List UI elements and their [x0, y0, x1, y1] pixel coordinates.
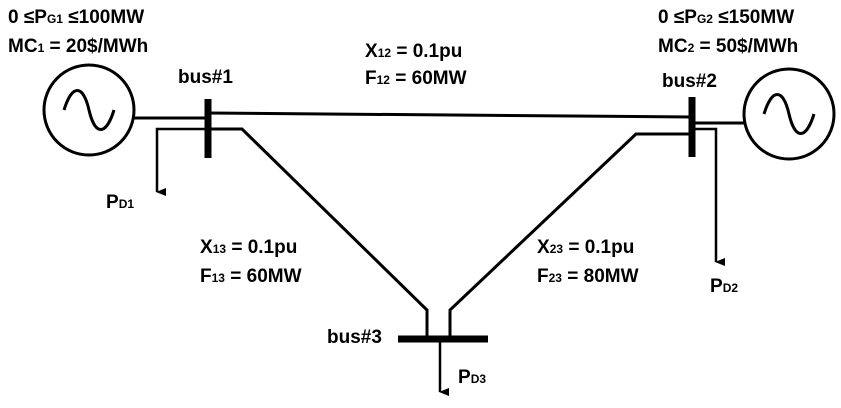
line-2-3: [448, 132, 692, 337]
bus-1-label: bus#1: [178, 67, 233, 88]
bus-3-label: bus#3: [327, 327, 382, 348]
line-1-3-flow-label: F13 = 60MW: [200, 266, 302, 287]
line-1-2-flow-label: F12 = 60MW: [365, 68, 467, 89]
load-2-label: PD2: [710, 276, 739, 297]
bus-2-label: bus#2: [662, 71, 717, 92]
load-2-feeder: [692, 127, 725, 266]
line-2-3-reactance-label: X23 = 0.1pu: [537, 237, 635, 258]
line-1-3-reactance-label: X13 = 0.1pu: [200, 237, 298, 258]
line-2-3-flow-label: F23 = 80MW: [537, 266, 639, 287]
generator-1: [42, 63, 136, 157]
line-1-3: [208, 127, 429, 337]
line-1-2-reactance-label: X12 = 0.1pu: [365, 41, 463, 62]
generator-1-sine-icon: [62, 89, 116, 131]
generator-2-sine-icon: [762, 93, 816, 135]
load-1-feeder: [155, 127, 208, 196]
line-1-2: [207, 111, 693, 119]
gen1-limit-label: 0 ≤PG1 ≤100MW: [8, 7, 145, 28]
gen2-cost-label: MC2 = 50$/MWh: [658, 36, 799, 57]
generator-2: [742, 67, 836, 161]
gen1-cost-label: MC1 = 20$/MWh: [8, 36, 149, 57]
load-3-label: PD3: [458, 367, 487, 388]
gen2-limit-label: 0 ≤PG2 ≤150MW: [658, 7, 795, 28]
load-1-label: PD1: [106, 192, 135, 213]
